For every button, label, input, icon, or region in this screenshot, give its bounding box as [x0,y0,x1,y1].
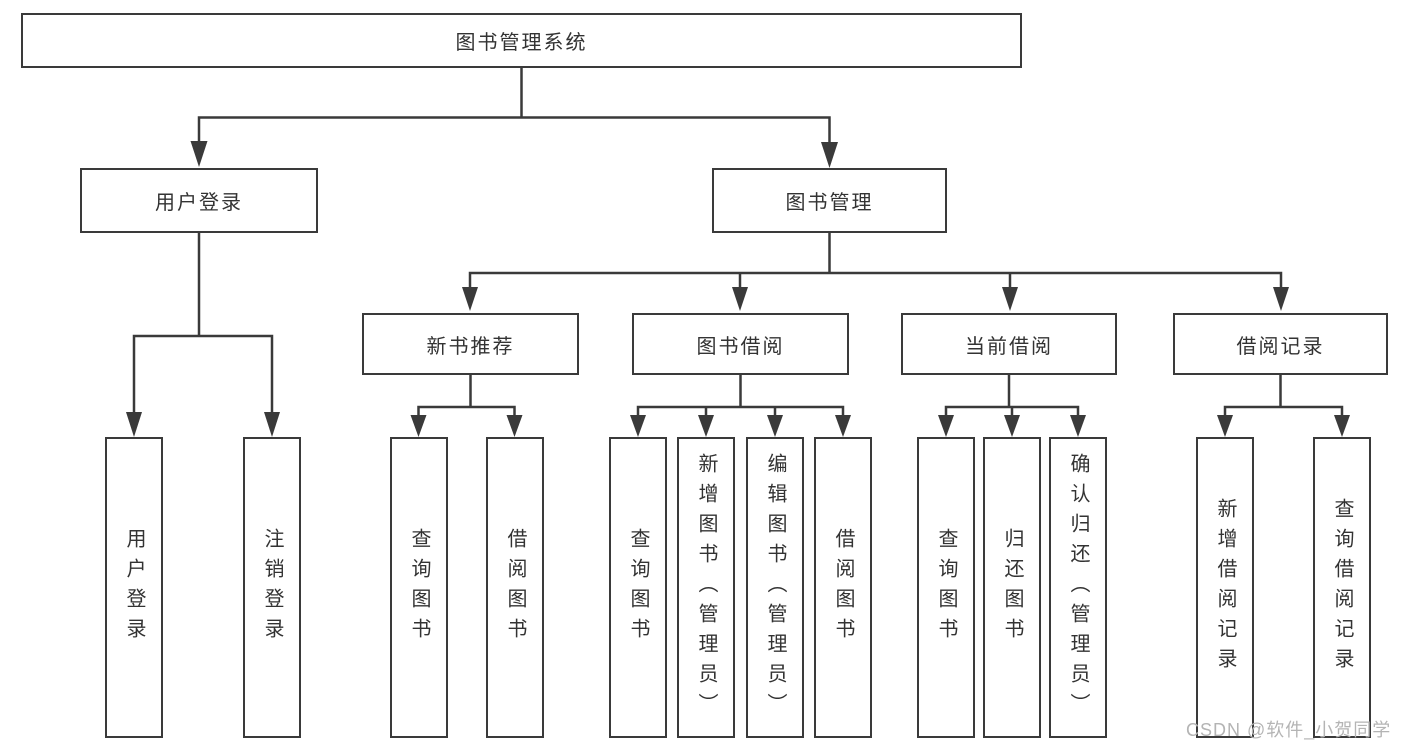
node-book-borrow: 图书借阅 [632,313,849,375]
leaf-current-query-books-label: 查询图书 [935,527,957,648]
connector-lines [132,68,1344,416]
leaf-logout-login: 注销登录 [243,437,301,738]
leaf-current-confirm-return-admin: 确认归还（管理员） [1049,437,1107,738]
leaf-borrow-borrow-books: 借阅图书 [814,437,872,738]
leaf-borrow-add-books-admin: 新增图书（管理员） [677,437,735,738]
node-root-label: 图书管理系统 [455,32,588,54]
leaf-records-query-record-label: 查询借阅记录 [1331,497,1353,678]
leaf-user-login-label: 用户登录 [123,527,145,648]
leaf-current-query-books: 查询图书 [917,437,975,738]
node-new-book-recommend-label: 新书推荐 [426,335,515,358]
leaf-logout-login-label: 注销登录 [261,527,283,648]
node-current-borrow: 当前借阅 [901,313,1117,375]
leaf-borrow-query-books: 查询图书 [609,437,667,738]
leaf-recommend-query-books: 查询图书 [390,437,448,738]
leaf-current-return-books: 归还图书 [983,437,1041,738]
leaf-current-return-books-label: 归还图书 [1001,527,1023,648]
leaf-user-login: 用户登录 [105,437,163,738]
node-current-borrow-label: 当前借阅 [965,335,1053,358]
leaf-borrow-borrow-books-label: 借阅图书 [832,527,854,648]
leaf-records-add-record-label: 新增借阅记录 [1214,497,1236,678]
node-user-login-label: 用户登录 [155,192,243,214]
leaf-records-add-record: 新增借阅记录 [1196,437,1254,738]
leaf-recommend-query-books-label: 查询图书 [408,527,430,648]
leaf-borrow-query-books-label: 查询图书 [627,527,649,648]
leaf-recommend-borrow-books: 借阅图书 [486,437,544,738]
node-book-borrow-label: 图书借阅 [696,335,785,358]
leaf-borrow-add-books-admin-label: 新增图书（管理员） [695,452,717,723]
node-book-management-label: 图书管理 [785,192,874,214]
csdn-watermark: CSDN @软件_小贺同学 [1186,720,1392,740]
leaf-current-confirm-return-admin-label: 确认归还（管理员） [1067,452,1089,723]
arrowheads [126,141,1350,437]
node-user-login: 用户登录 [80,168,318,233]
leaf-records-query-record: 查询借阅记录 [1313,437,1371,738]
node-borrow-records-label: 借阅记录 [1236,335,1325,358]
node-root-system: 图书管理系统 [21,13,1022,68]
node-new-book-recommend: 新书推荐 [362,313,579,375]
leaf-borrow-edit-books-admin-label: 编辑图书（管理员） [764,452,786,723]
leaf-borrow-edit-books-admin: 编辑图书（管理员） [746,437,804,738]
node-borrow-records: 借阅记录 [1173,313,1388,375]
leaf-recommend-borrow-books-label: 借阅图书 [504,527,526,648]
node-book-management: 图书管理 [712,168,947,233]
